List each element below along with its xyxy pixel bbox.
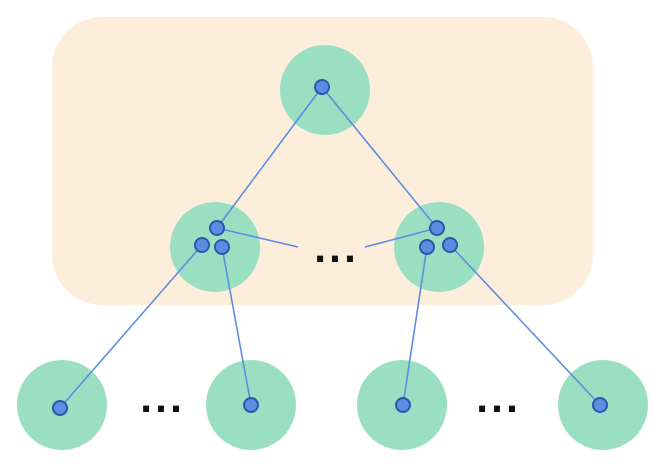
middle-left-dot-top — [209, 220, 225, 236]
leaf-2-dot — [243, 397, 259, 413]
leaf-1-dot — [52, 400, 68, 416]
edge-middle-right-leaf-3 — [402, 246, 428, 406]
root-dot — [314, 79, 330, 95]
middle-right-dot-right — [442, 237, 458, 253]
middle-right-dot-left — [419, 239, 435, 255]
middle-right-dot-top — [429, 220, 445, 236]
middle-left-dot-right — [214, 239, 230, 255]
middle-left-dot-left — [194, 237, 210, 253]
bottom-left-ellipsis: ... — [140, 381, 185, 421]
middle-right-node — [394, 202, 484, 292]
bottom-right-ellipsis: ... — [476, 381, 521, 421]
leaf-4-dot — [592, 397, 608, 413]
middle-ellipsis: ... — [314, 231, 359, 271]
leaf-3-dot — [395, 397, 411, 413]
edge-root-middle-left — [216, 86, 323, 229]
edge-root-middle-right — [321, 86, 438, 229]
edge-middle-left-leaf-2 — [221, 246, 252, 406]
edge-middle-left-leaf-1 — [59, 244, 203, 409]
edge-middle-right-leaf-4 — [449, 244, 601, 406]
edge-middle-right-ellipsis — [364, 227, 438, 248]
edge-middle-left-ellipsis — [216, 227, 299, 248]
